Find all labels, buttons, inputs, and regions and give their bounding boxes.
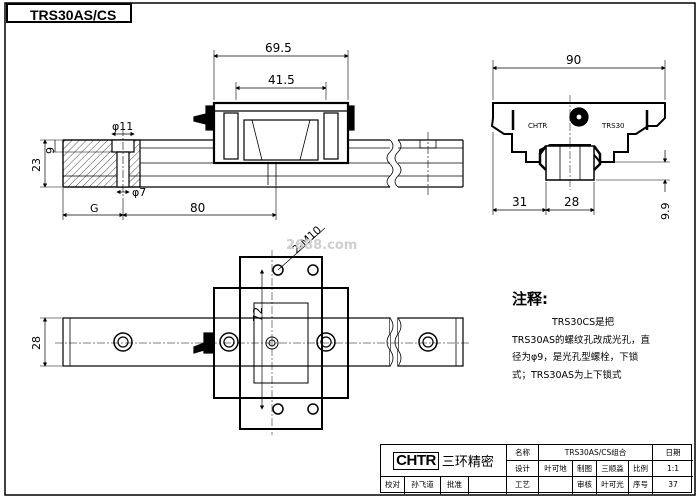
dim-thread-pitch: 72 [251,307,265,322]
label-draw: 制图 [573,461,597,477]
dim-hole-dia: φ7 [132,186,146,199]
label-date: 日期 [653,445,693,461]
label-name: 名称 [507,445,539,461]
dim-counterbore-depth: 9 [44,147,57,154]
label-process: 工艺 [507,477,539,494]
dim-hole-pitch: 80 [190,201,205,215]
dim-hole-spacing: 41.5 [268,73,295,87]
value-name: TRS30AS/CS组合 [539,445,653,461]
value-draw: 三顺淼 [597,461,629,477]
dim-g: G [90,202,99,215]
dim-rail-base: 9.9 [659,203,672,221]
logo-brand: CHTR [393,451,439,470]
company-logo: CHTR 三环精密 [381,445,507,477]
dim-rail-height: 23 [30,158,43,172]
dim-rail-width: 28 [564,195,579,209]
dim-counterbore-dia: φ11 [112,120,133,133]
value-design: 叶可地 [539,461,573,477]
dim-rail-offset: 31 [512,195,527,209]
dim-rail-width-top: 28 [30,336,43,350]
value-seq: 37 [668,480,678,489]
title-block: CHTR 三环精密 名称 TRS30AS/CS组合 日期 设计 叶可地 制图 三… [380,444,693,494]
label-check: 校对 [381,477,405,494]
value-check: 孙飞道 [405,477,441,494]
label-seq: 序号 [629,477,653,494]
logo-company-name: 三环精密 [441,455,494,470]
dim-block-width: 90 [566,53,581,67]
top-view [40,227,470,435]
note-heading: 注释: [512,290,548,308]
label-scale: 比例 [629,461,653,477]
label-design: 设计 [507,461,539,477]
value-review: 叶可光 [597,477,629,494]
end-view-brand: CHTR [528,122,547,130]
watermark: 2688.com [286,238,358,253]
drawing-title: TRS30AS/CS [6,3,132,23]
label-approve: 批准 [441,477,469,494]
dim-block-length: 69.5 [265,41,292,55]
note-body: TRS30CS是把TRS30AS的螺纹孔改成光孔，直径为φ9，是光孔型螺栓，下锁… [512,317,651,381]
value-scale: 1:1 [653,461,693,477]
end-view-model: TRS30 [601,122,625,130]
value-process [539,477,573,494]
drawing-border [4,2,696,496]
label-review: 审核 [573,477,597,494]
end-view [490,60,670,215]
front-view [40,50,464,220]
value-approve [469,477,507,494]
